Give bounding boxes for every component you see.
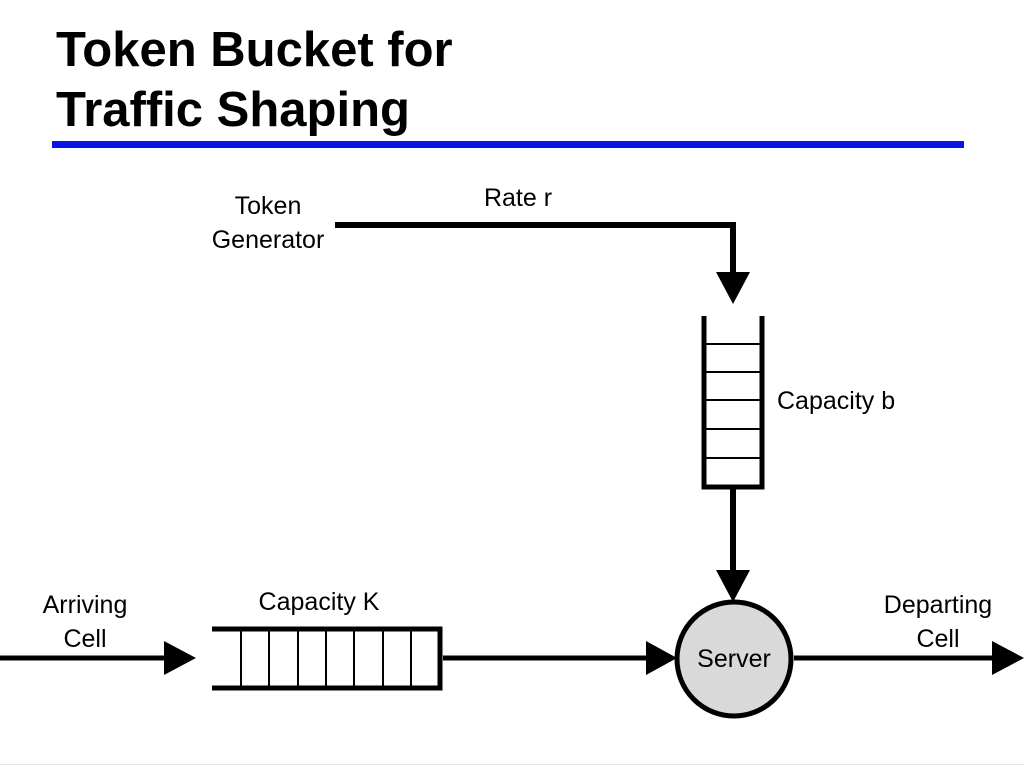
token-bucket-capacity-label: Capacity b (777, 387, 895, 415)
slide-title: Token Bucket for Traffic Shaping (56, 20, 956, 140)
title-line-1: Token Bucket for (56, 23, 453, 77)
departing-cell-arrow (794, 641, 1024, 675)
cell-queue (212, 626, 443, 691)
departing-cell-label-line2: Cell (916, 625, 959, 653)
arriving-cell-label-line2: Cell (63, 625, 106, 653)
token-bucket (701, 316, 765, 490)
token-flow-arrow (335, 222, 750, 304)
rate-label: Rate r (484, 184, 552, 212)
title-underline (52, 141, 964, 148)
server-label: Server (697, 645, 771, 673)
cell-queue-capacity-label: Capacity K (259, 588, 380, 616)
token-generator-label-line1: Token (235, 192, 302, 220)
token-generator-label-line2: Generator (212, 226, 325, 254)
title-line-2: Traffic Shaping (56, 83, 410, 137)
queue-to-server-arrow (443, 641, 677, 675)
arriving-cell-label-line1: Arriving (43, 591, 128, 619)
server-node (674, 599, 794, 719)
departing-cell-label-line1: Departing (884, 591, 992, 619)
slide-bottom-border (0, 764, 1024, 765)
arriving-cell-arrow (0, 641, 196, 675)
bucket-to-server-arrow (716, 489, 750, 602)
